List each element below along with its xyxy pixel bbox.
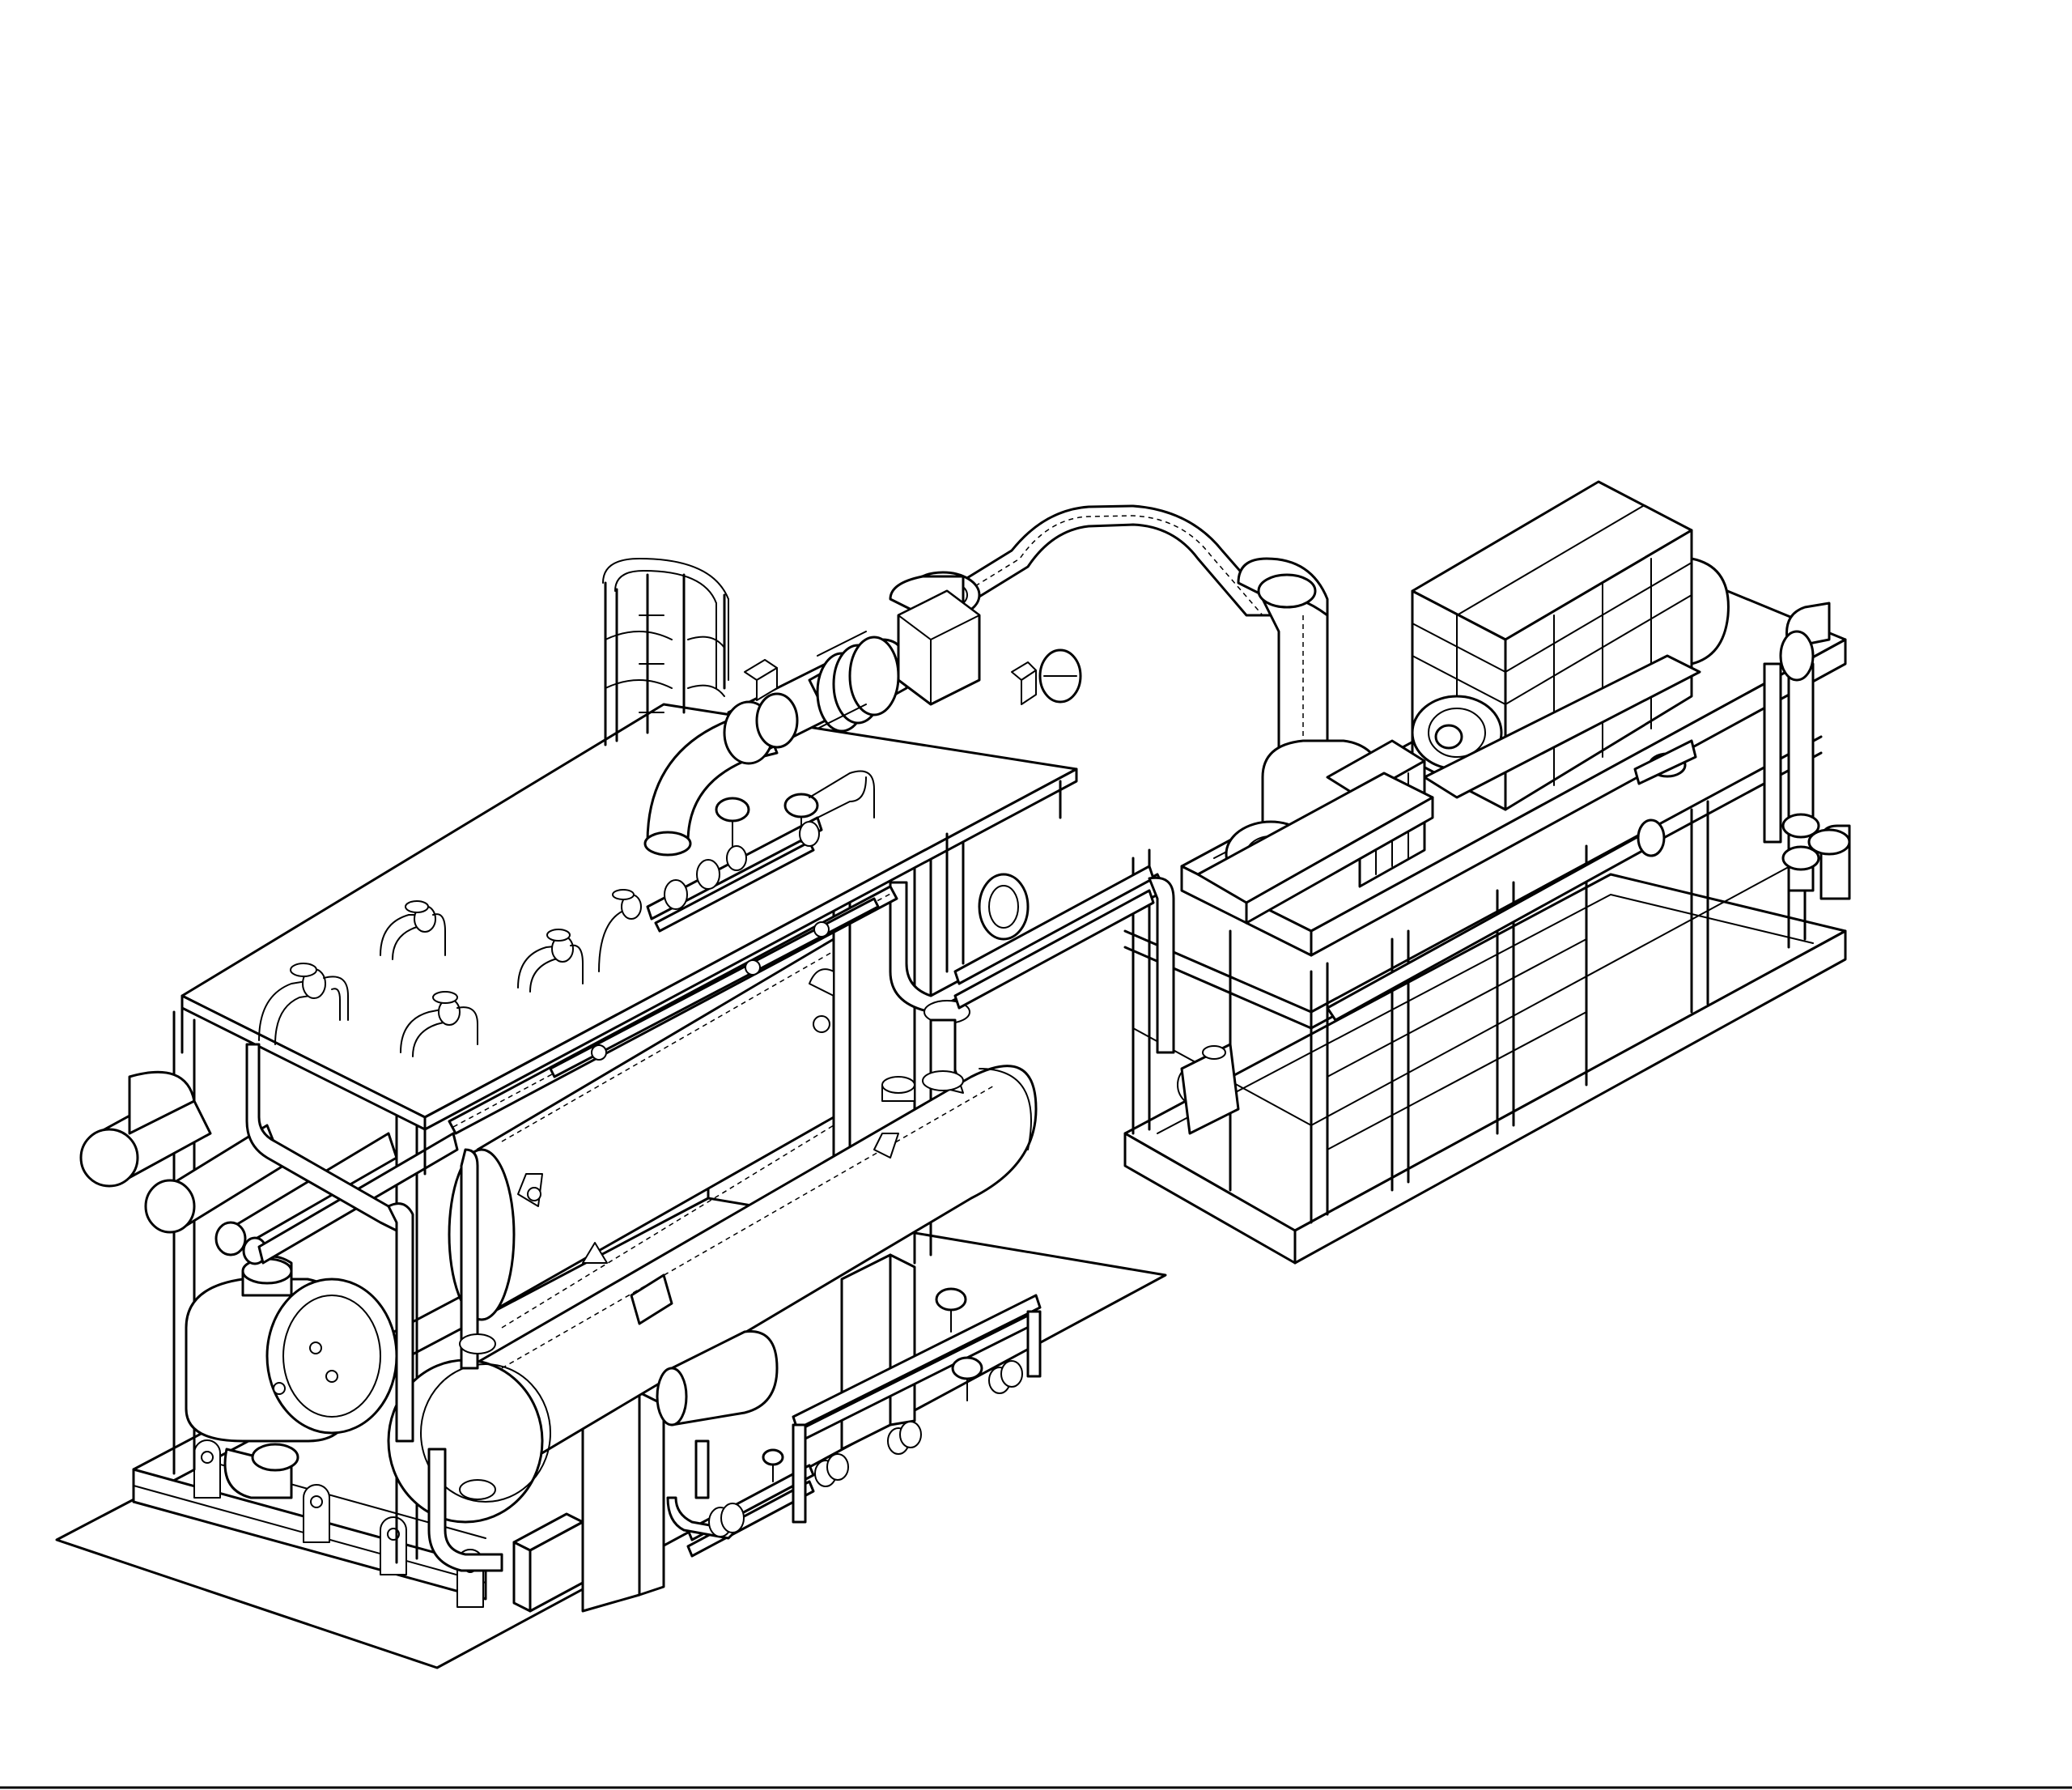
left-exchanger-channel-heads — [185, 1255, 398, 1499]
left-end-pipe-stubs — [79, 1070, 459, 1265]
instrument-icon — [1011, 661, 1037, 705]
left-drop-piping — [245, 865, 1240, 1572]
gate-valve-icon — [988, 1360, 1023, 1394]
gate-valve-icon — [400, 991, 478, 1057]
pump-compressor — [1196, 739, 1434, 925]
overhead-pipe-loop — [889, 504, 1329, 779]
handwheel-icon — [715, 797, 750, 871]
nameplate-icon — [630, 1273, 673, 1325]
gate-valve-icon — [380, 900, 446, 960]
instrument-icon — [744, 659, 778, 701]
handwheel-icon — [783, 793, 820, 847]
junction-box — [512, 1512, 584, 1613]
deck-longitudinal-pipes — [448, 885, 898, 1135]
nozzle-icon — [582, 1242, 608, 1264]
handwheel-icon — [951, 1356, 983, 1401]
handwheel-icon — [762, 1448, 784, 1482]
handwheel-icon — [1038, 648, 1082, 704]
gate-valves — [258, 770, 875, 1057]
lower-valve-piping — [656, 1287, 1042, 1558]
top-outlet-piping — [643, 589, 1082, 857]
lifting-lug-icon — [380, 1516, 407, 1575]
gate-valve-icon — [887, 1421, 922, 1455]
gate-valve-icon — [598, 889, 642, 972]
gate-valve-icon — [517, 929, 584, 993]
lifting-lug-icon — [193, 1439, 221, 1499]
nozzle-icon — [517, 1173, 543, 1207]
handwheel-icon — [935, 1287, 967, 1333]
valve-train — [646, 770, 875, 933]
gate-valve-icon — [708, 1503, 745, 1537]
motor-housing — [1411, 480, 1730, 811]
nozzle-icon — [881, 1076, 915, 1102]
access-ladder-cage — [602, 558, 729, 746]
right-vertical-piping — [1326, 602, 1851, 1022]
lifting-lug-icon — [303, 1484, 330, 1543]
nozzle-icon — [873, 1133, 899, 1159]
gate-valve-icon — [258, 963, 349, 1045]
nozzle-icon — [809, 968, 834, 1033]
gate-valve-icon — [814, 1453, 849, 1487]
